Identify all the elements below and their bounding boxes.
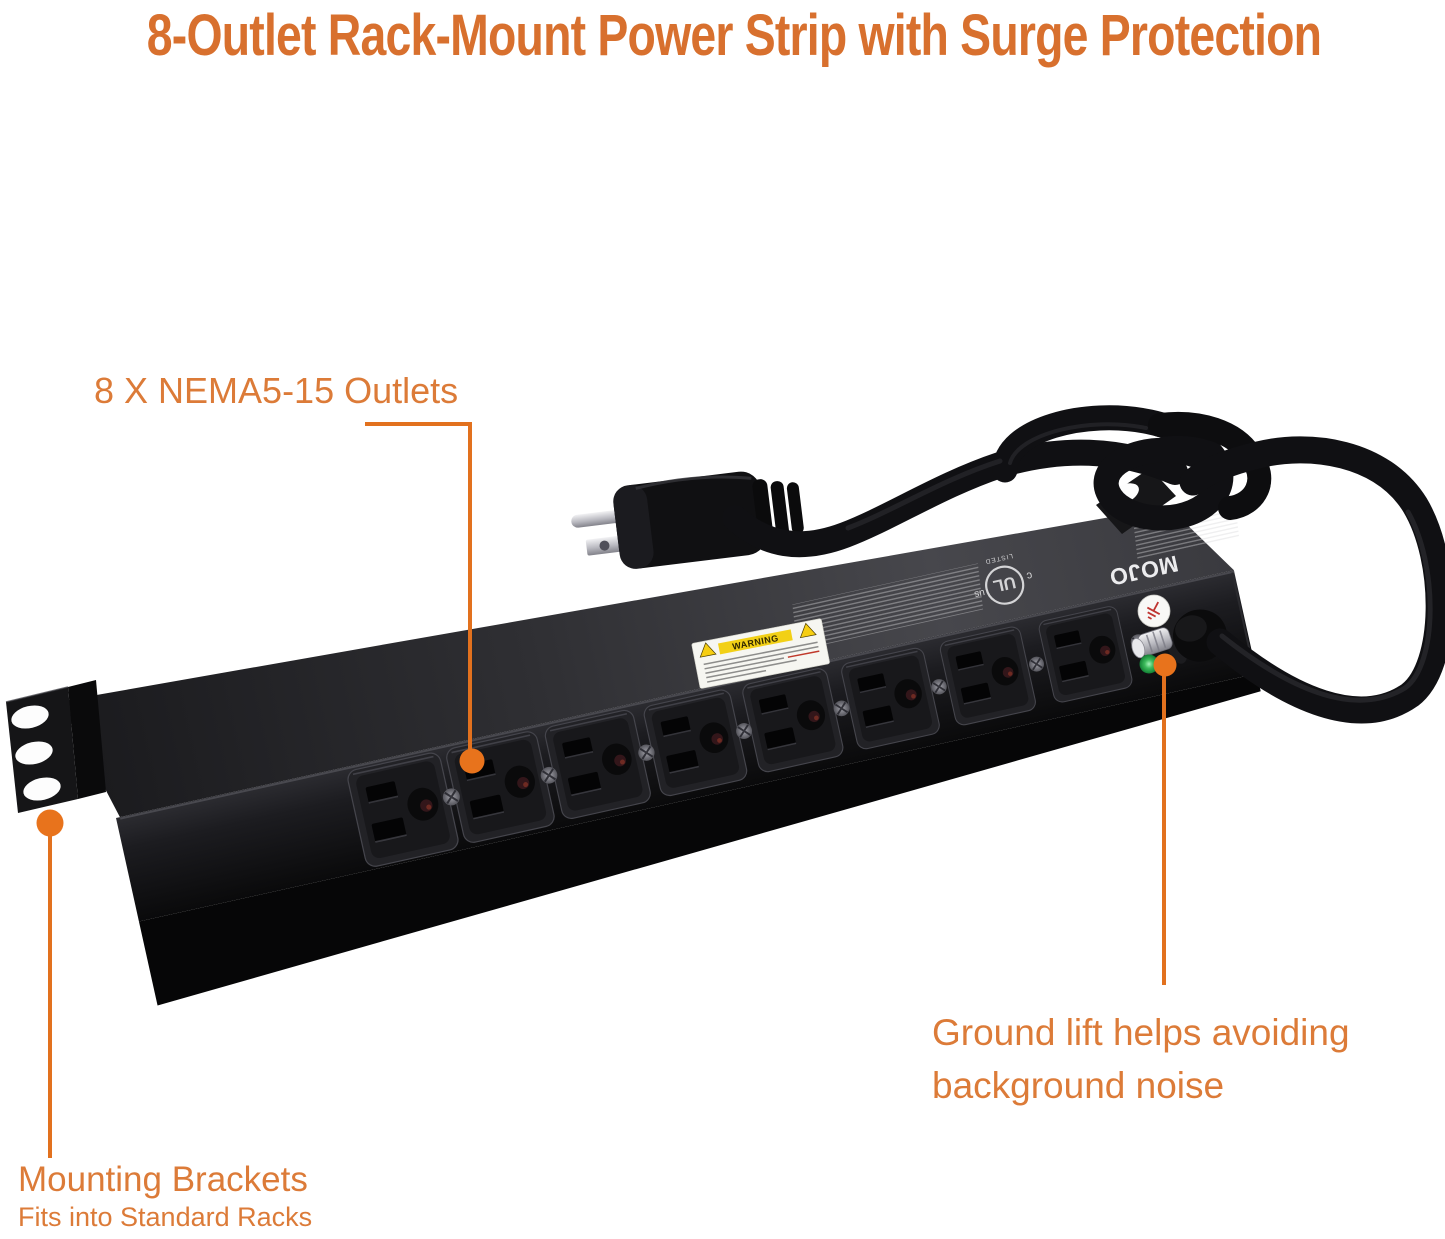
ul-c-text: c	[1025, 569, 1033, 582]
page-title-text: 8-Outlet Rack-Mount Power Strip with Sur…	[146, 3, 1322, 68]
page-title: 8-Outlet Rack-Mount Power Strip with Sur…	[0, 2, 1445, 69]
callout-line-outlets	[365, 422, 472, 750]
outlet-receptacle-4	[641, 687, 750, 799]
outlet-receptacle-5	[740, 666, 846, 775]
outlet-receptacle-8	[1036, 604, 1135, 705]
ul-mark-text: UL	[991, 572, 1017, 595]
outlet-receptacle-1	[345, 750, 461, 870]
outlet-receptacle-3	[542, 707, 653, 822]
warning-sticker: WARNING	[691, 618, 830, 689]
callout-mounting-sublabel: Fits into Standard Racks	[18, 1202, 313, 1232]
nema-plug	[571, 471, 804, 569]
callout-dots	[36, 653, 1177, 837]
callout-dot-mounting	[36, 809, 64, 837]
callout-mounting-label: Mounting Brackets	[18, 1160, 308, 1199]
power-strip-body: UL c us LISTED MOJO WARNING	[59, 500, 1261, 1006]
callout-connectors	[48, 422, 1166, 1158]
left-mounting-bracket	[5, 680, 106, 813]
ground-lift-led	[1139, 654, 1159, 674]
callout-outlets-label: 8 X NEMA5-15 Outlets	[94, 370, 459, 411]
callout-dot-outlets	[459, 748, 485, 774]
callout-ground-lift-line2: background noise	[932, 1065, 1225, 1106]
ground-symbol-sticker	[1137, 594, 1171, 628]
warning-triangle-icon	[699, 642, 717, 658]
warning-triangle-icon	[799, 622, 817, 639]
chassis-bottom-face	[138, 673, 1261, 1006]
callout-ground-lift-line1: Ground lift helps avoiding	[932, 1012, 1350, 1053]
outlet-receptacle-2	[443, 729, 557, 846]
outlet-receptacle-7	[937, 624, 1038, 728]
bracket-slot-holes	[11, 705, 61, 801]
ground-symbol-icon	[1146, 601, 1161, 620]
ul-us-text: us	[973, 587, 986, 600]
power-cord	[722, 405, 1445, 724]
outlet-receptacle-6	[839, 645, 942, 752]
ground-lift-switch	[1131, 627, 1173, 659]
callout-dot-ground-lift	[1153, 653, 1177, 677]
ground-lift-area	[1131, 594, 1173, 674]
callout-ground-lift-label: Ground lift helps avoiding background no…	[932, 1006, 1350, 1112]
